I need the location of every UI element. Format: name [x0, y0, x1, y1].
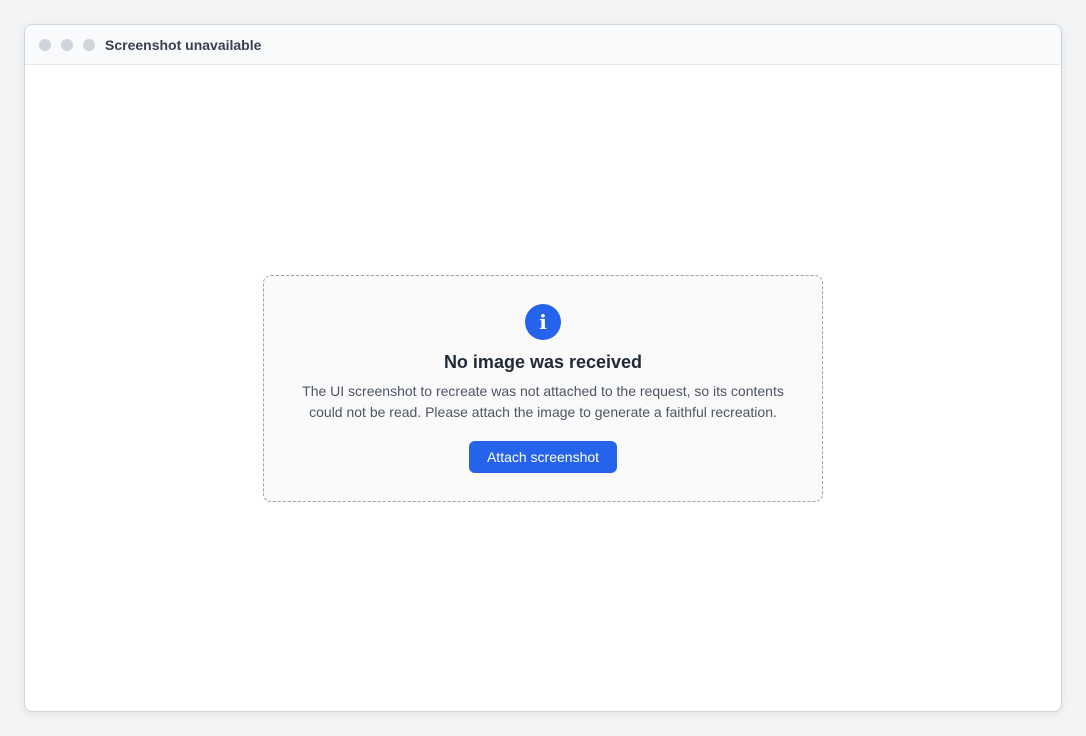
title-bar: Screenshot unavailable	[25, 25, 1061, 65]
app-window: Screenshot unavailable i No image was re…	[24, 24, 1062, 712]
notice-title: No image was received	[443, 351, 643, 372]
window-control-dot[interactable]	[39, 38, 51, 51]
window-control-dot[interactable]	[61, 38, 73, 51]
notice-body: The UI screenshot to recreate was not at…	[302, 382, 784, 420]
window-title: Screenshot unavailable	[105, 36, 262, 53]
main-content: i No image was received The UI screensho…	[25, 65, 1061, 711]
attach-screenshot-button[interactable]: Attach screenshot	[468, 440, 618, 473]
info-icon: i	[525, 303, 561, 340]
window-control-dot[interactable]	[83, 38, 95, 51]
missing-image-notice: i No image was received The UI screensho…	[263, 274, 823, 502]
